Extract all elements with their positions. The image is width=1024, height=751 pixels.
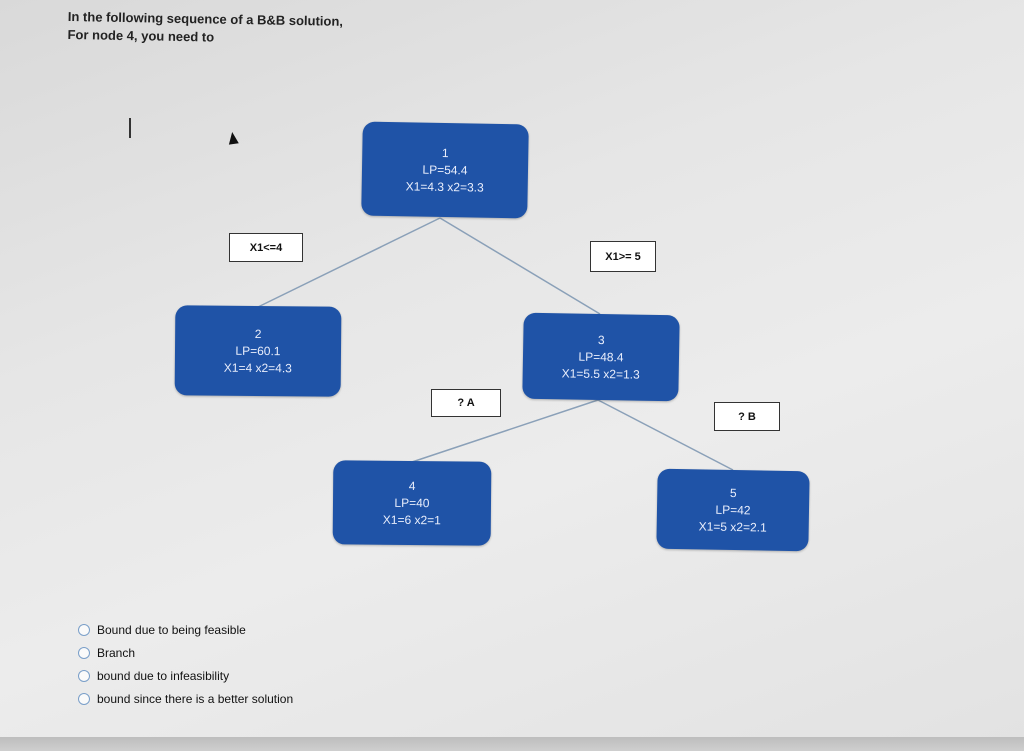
option-label: Branch	[97, 645, 136, 660]
text-cursor-icon	[129, 118, 131, 138]
node-2-solution: X1=4 x2=4.3	[223, 360, 292, 375]
option-bound-better-solution[interactable]: bound since there is a better solution	[78, 687, 293, 710]
radio-button-icon[interactable]	[78, 692, 90, 705]
node-3-solution: X1=5.5 x2=1.3	[561, 365, 640, 382]
node-1-solution: X1=4.3 x2=3.3	[405, 178, 484, 195]
branch-label-right: X1>= 5	[590, 241, 656, 272]
option-branch[interactable]: Branch	[78, 641, 293, 664]
edge-1-2	[257, 217, 441, 308]
branch-label-b: ? B	[714, 402, 780, 431]
edge-3-4	[411, 399, 599, 463]
tree-node-2: 2 LP=60.1 X1=4 x2=4.3	[174, 305, 342, 397]
radio-button-icon[interactable]	[78, 669, 90, 682]
option-label: bound since there is a better solution	[97, 691, 294, 706]
node-2-lp: LP=60.1	[235, 343, 281, 358]
node-2-id: 2	[254, 326, 262, 341]
tree-node-1: 1 LP=54.4 X1=4.3 x2=3.3	[361, 121, 529, 219]
node-4-id: 4	[408, 478, 416, 493]
node-4-solution: X1=6 x2=1	[382, 512, 441, 527]
edge-3-5	[597, 399, 734, 471]
branch-label-a: ? A	[431, 389, 501, 417]
node-4-lp: LP=40	[394, 495, 430, 510]
branch-label-left: X1<=4	[229, 233, 303, 262]
tree-node-4: 4 LP=40 X1=6 x2=1	[332, 460, 492, 546]
option-label: Bound due to being feasible	[97, 622, 246, 637]
edge-1-3	[439, 217, 601, 315]
option-bound-infeasibility[interactable]: bound due to infeasibility	[78, 664, 293, 687]
node-5-solution: X1=5 x2=2.1	[698, 518, 767, 535]
radio-button-icon[interactable]	[78, 623, 90, 636]
option-bound-feasible[interactable]: Bound due to being feasible	[78, 618, 293, 641]
tree-node-3: 3 LP=48.4 X1=5.5 x2=1.3	[522, 312, 680, 402]
answer-options: Bound due to being feasible Branch bound…	[78, 618, 293, 710]
option-label: bound due to infeasibility	[97, 668, 230, 683]
bottom-bar	[0, 737, 1024, 751]
radio-button-icon[interactable]	[78, 646, 90, 659]
tree-node-5: 5 LP=42 X1=5 x2=2.1	[656, 468, 810, 552]
